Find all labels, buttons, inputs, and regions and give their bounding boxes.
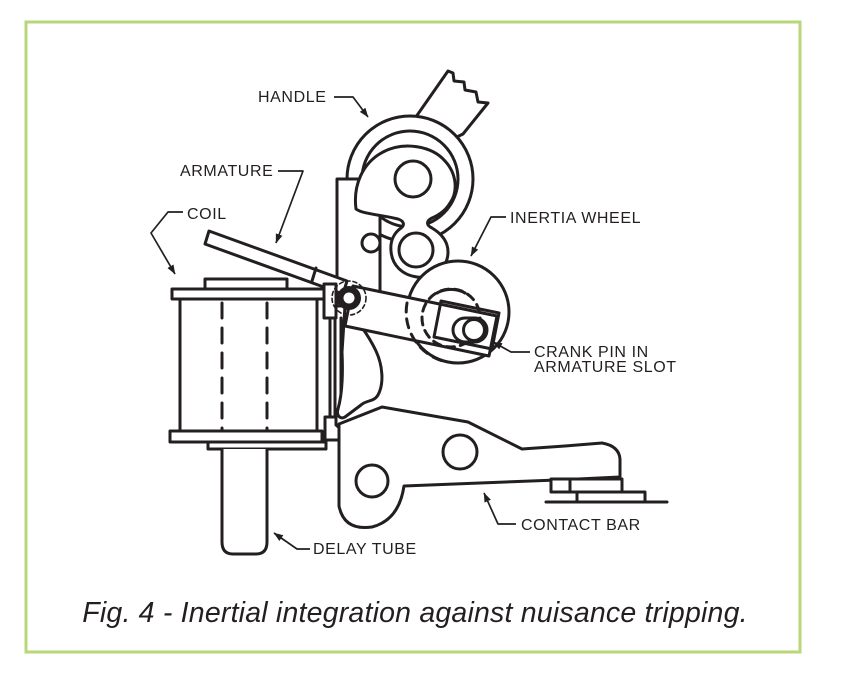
coil-assembly xyxy=(168,277,328,556)
handle-leader xyxy=(334,96,369,118)
armature-leader xyxy=(275,170,304,244)
wheel-hub-top xyxy=(435,287,467,295)
contact-bar-leader xyxy=(483,492,516,525)
armature-pivot xyxy=(331,280,367,316)
crank-pin-leader xyxy=(492,341,530,353)
delay-tube-label: DELAY TUBE xyxy=(313,541,417,558)
contact-bar-hole-left xyxy=(354,463,390,499)
latch-upper-hole xyxy=(393,159,433,199)
latch-cam xyxy=(353,144,457,279)
inertia-wheel-leader xyxy=(470,216,506,257)
handle-label: HANDLE xyxy=(258,89,327,106)
crank-pin-label-line2: ARMATURE SLOT xyxy=(534,359,677,376)
delay-tube-leader xyxy=(273,532,310,550)
callout-labels: HANDLE ARMATURE COIL INERTIA WHEEL CRANK… xyxy=(180,89,677,558)
crank-pin-label-line1: CRANK PIN IN xyxy=(534,344,649,361)
coil-label: COIL xyxy=(187,206,227,223)
coil-hidden-core-lines xyxy=(220,301,269,439)
frame-hole xyxy=(360,232,382,254)
trip-lever xyxy=(336,304,384,420)
delay-tube xyxy=(220,447,269,556)
figure-caption: Fig. 4 - Inertial integration against nu… xyxy=(82,597,748,629)
contact-bar-hole-right xyxy=(441,433,479,471)
contact-bar-label: CONTACT BAR xyxy=(521,517,641,534)
crank-pin-group xyxy=(432,299,501,351)
coil-leader xyxy=(150,211,183,275)
coil-body xyxy=(178,297,319,433)
inertia-wheel-label: INERTIA WHEEL xyxy=(510,210,641,227)
latch-lower-hole xyxy=(397,231,435,269)
coil-bottom-flange xyxy=(168,429,324,444)
armature-label: ARMATURE xyxy=(180,163,273,180)
contact-pad-upper xyxy=(568,477,624,494)
slot-plate xyxy=(432,299,501,351)
crank-pin xyxy=(462,318,486,342)
contact-bar xyxy=(337,405,669,530)
